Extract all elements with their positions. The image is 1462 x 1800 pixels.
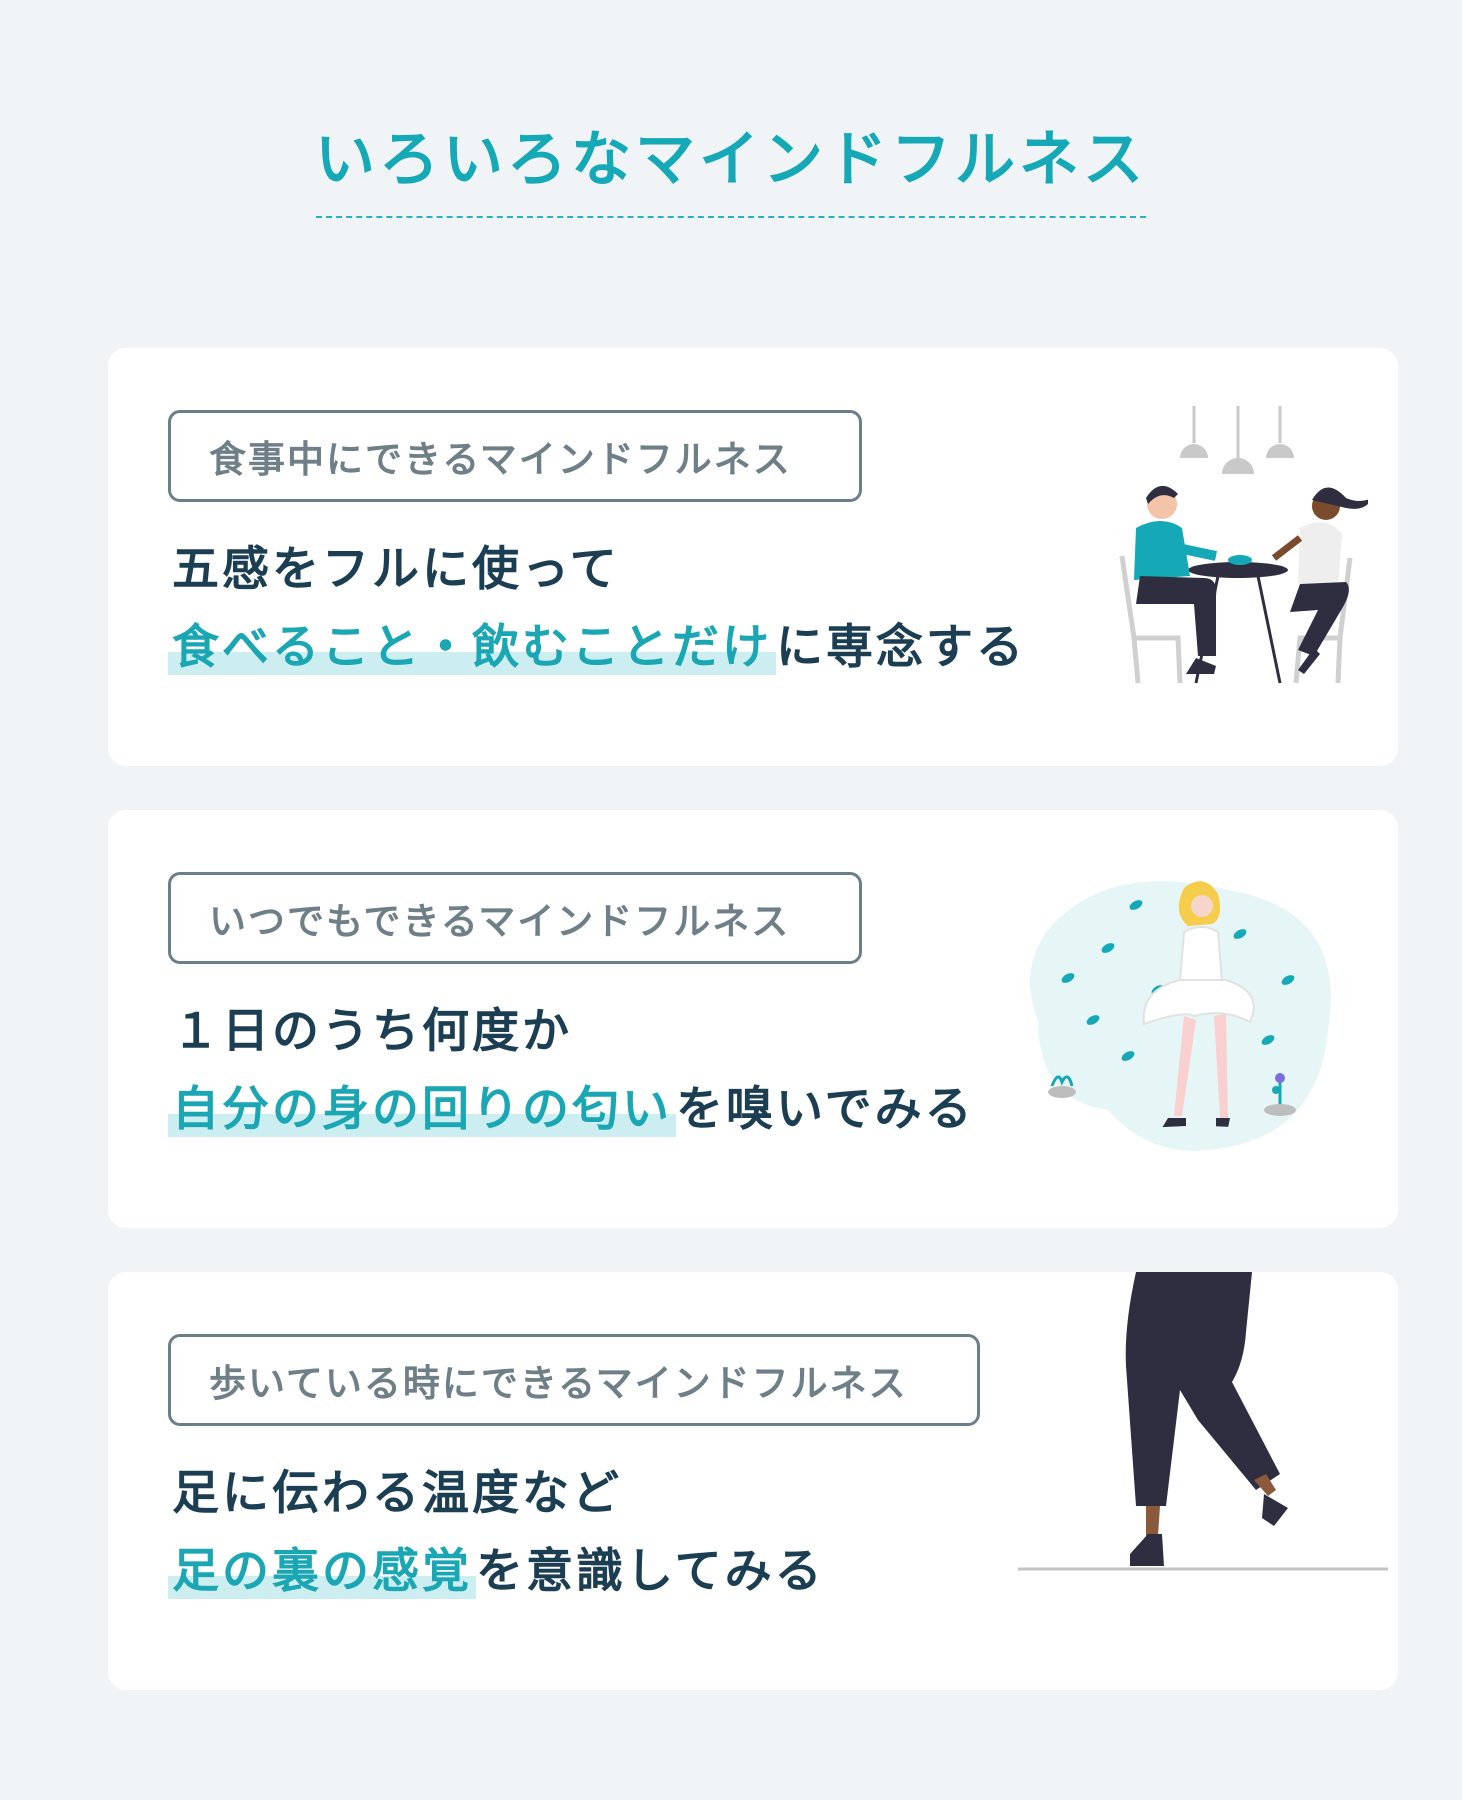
card-line-1: 足に伝わる温度など: [172, 1466, 622, 1521]
walking-legs-illustration: [1018, 1272, 1388, 1571]
card-line-2: 自分の身の回りの匂いを嗅いでみる: [168, 1078, 975, 1142]
card-line-rest: を意識してみる: [476, 1544, 825, 1599]
card-highlight: 自分の身の回りの匂い: [168, 1082, 676, 1137]
card-line-2: 足の裏の感覚を意識してみる: [168, 1540, 825, 1604]
card-smell: いつでもできるマインドフルネス １日のうち何度か 自分の身の回りの匂いを嗅いでみ…: [108, 810, 1398, 1228]
card-line-rest: に専念する: [776, 620, 1026, 675]
card-highlight: 食べること・飲むことだけ: [168, 620, 776, 675]
pendant-lamps-icon: [1180, 406, 1294, 474]
card-walking: 歩いている時にできるマインドフルネス 足に伝わる温度など 足の裏の感覚を意識して…: [108, 1272, 1398, 1690]
card-line-2: 食べること・飲むことだけに専念する: [168, 616, 1026, 680]
woman-in-breeze-illustration: [1030, 881, 1331, 1151]
page-title: いろいろなマインドフルネス: [315, 125, 1147, 195]
card-line-1: １日のうち何度か: [172, 1004, 572, 1059]
card-tag: いつでもできるマインドフルネス: [168, 872, 862, 964]
card-eating: 食事中にできるマインドフルネス 五感をフルに使って 食べること・飲むことだけに専…: [108, 348, 1398, 766]
dining-couple-illustration: [1119, 406, 1368, 684]
card-line-1: 五感をフルに使って: [172, 542, 620, 597]
card-line-rest: を嗅いでみる: [676, 1082, 975, 1137]
title-divider: [316, 216, 1146, 218]
card-tag: 歩いている時にできるマインドフルネス: [168, 1334, 980, 1426]
card-tag: 食事中にできるマインドフルネス: [168, 410, 862, 502]
card-highlight: 足の裏の感覚: [168, 1544, 476, 1599]
